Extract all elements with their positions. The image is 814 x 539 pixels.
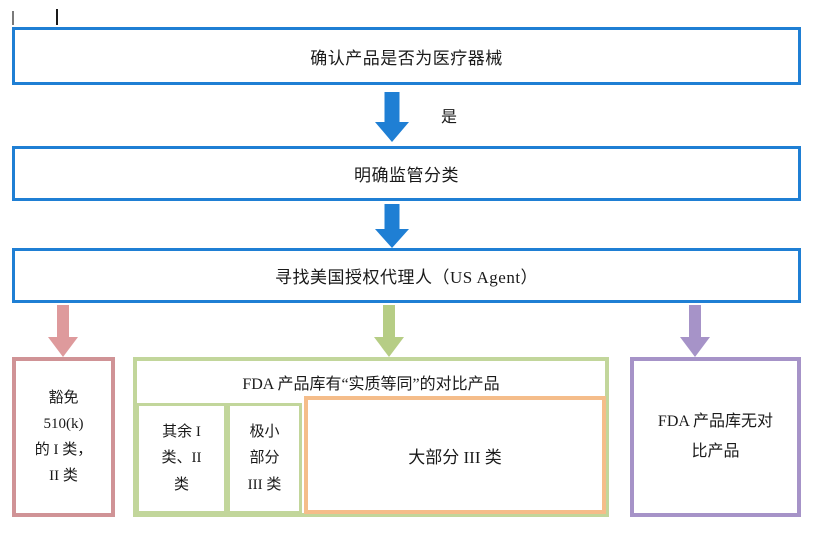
connector-arrow-2-shaft	[384, 204, 400, 231]
connector-arrow-no-predicate	[678, 305, 712, 357]
outcome-box-no-predicate-label: FDA 产品库无对 比产品	[657, 412, 774, 460]
outcome-cell-class-i-ii[interactable]: 其余 I 类、II 类	[136, 403, 227, 514]
connector-arrow-no-predicate-head	[680, 337, 710, 357]
outcome-box-exempt-label: 豁免 510(k) 的 I 类， II 类	[34, 389, 93, 485]
connector-arrow-exempt	[46, 305, 80, 357]
process-box-confirm-device-label: 确认产品是否为医疗器械	[310, 48, 503, 68]
outcome-cell-small-class-iii-label: 极小 部分 III 类	[247, 424, 282, 493]
connector-arrow-1-label: 是	[441, 109, 458, 126]
connector-arrow-1-shaft	[384, 92, 400, 124]
connector-arrow-equivalent-head	[374, 337, 404, 357]
outcome-cell-class-i-ii-label: 其余 I 类、II 类	[161, 424, 202, 493]
process-box-us-agent[interactable]: 寻找美国授权代理人（US Agent）	[12, 248, 801, 303]
connector-arrow-equivalent	[372, 305, 406, 357]
connector-arrow-1	[372, 92, 412, 142]
outcome-box-most-class-iii-label: 大部分 III 类	[408, 447, 502, 467]
ruler-tick-right	[56, 9, 58, 25]
outcome-box-exempt[interactable]: 豁免 510(k) 的 I 类， II 类	[12, 357, 115, 517]
connector-arrow-2-head	[375, 229, 409, 248]
outcome-box-no-predicate[interactable]: FDA 产品库无对 比产品	[630, 357, 801, 517]
connector-arrow-2	[372, 204, 412, 248]
process-box-confirm-device[interactable]: 确认产品是否为医疗器械	[12, 27, 801, 85]
connector-arrow-1-head	[375, 122, 409, 142]
connector-arrow-no-predicate-shaft	[689, 305, 701, 337]
connector-arrow-equivalent-shaft	[383, 305, 395, 337]
connector-arrow-exempt-head	[48, 337, 78, 357]
ruler-tick-left	[12, 11, 14, 25]
process-box-regulatory-class[interactable]: 明确监管分类	[12, 146, 801, 201]
outcome-group-equivalent-header: FDA 产品库有“实质等同”的对比产品	[137, 361, 605, 403]
outcome-box-most-class-iii[interactable]: 大部分 III 类	[304, 396, 606, 514]
process-box-regulatory-class-label: 明确监管分类	[354, 166, 459, 185]
connector-arrow-exempt-shaft	[57, 305, 69, 337]
outcome-group-equivalent-header-label: FDA 产品库有“实质等同”的对比产品	[242, 376, 500, 393]
process-box-us-agent-label: 寻找美国授权代理人（US Agent）	[274, 268, 539, 287]
outcome-cell-small-class-iii[interactable]: 极小 部分 III 类	[227, 403, 302, 514]
